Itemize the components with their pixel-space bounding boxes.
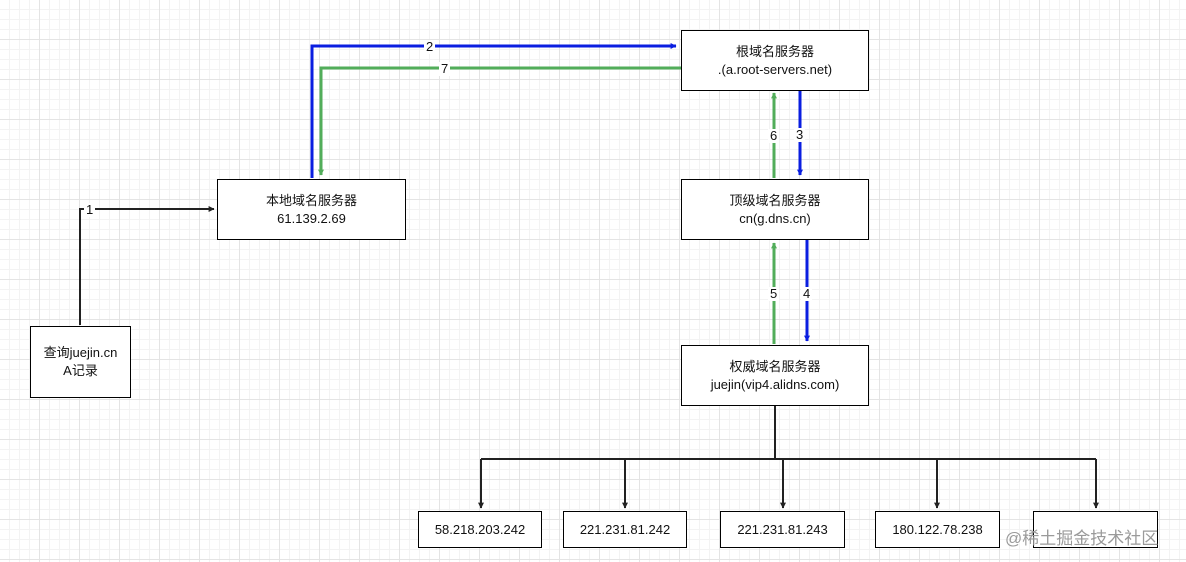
ip-box-4-text: 180.122.78.238	[892, 521, 983, 537]
arrow-step-7	[318, 66, 681, 176]
root-dns-server-host: .(a.root-servers.net)	[717, 61, 833, 77]
tld-dns-server-node: 顶级域名服务器 cn(g.dns.cn)	[681, 179, 869, 240]
ip-box-1-text: 58.218.203.242	[434, 521, 526, 537]
authoritative-dns-server-name: 权威域名服务器	[729, 358, 821, 374]
step-label-1: 1	[84, 202, 96, 217]
authoritative-dns-server-node: 权威域名服务器 juejin(vip4.alidns.com)	[681, 345, 869, 406]
query-node-line1: 查询juejin.cn	[43, 345, 118, 360]
local-dns-server-name: 本地域名服务器	[265, 192, 357, 208]
ip-box-2-text: 221.231.81.242	[579, 521, 671, 537]
root-dns-server-name: 根域名服务器	[735, 43, 814, 59]
step-label-7: 7	[439, 61, 451, 76]
query-node-line2: A记录	[63, 363, 98, 378]
local-dns-server-node: 本地域名服务器 61.139.2.69	[217, 179, 406, 240]
root-dns-server-node: 根域名服务器 .(a.root-servers.net)	[681, 30, 869, 91]
query-node: 查询juejin.cn A记录	[30, 326, 131, 398]
ip-box-4: 180.122.78.238	[875, 511, 1000, 548]
ip-box-1: 58.218.203.242	[418, 511, 542, 548]
arrow-step-2	[310, 43, 677, 178]
step-label-6: 6	[768, 128, 780, 143]
authoritative-dns-server-host: juejin(vip4.alidns.com)	[710, 376, 840, 392]
step-label-5: 5	[768, 286, 780, 301]
tld-dns-server-name: 顶级域名服务器	[729, 192, 821, 208]
step-label-2: 2	[424, 39, 436, 54]
watermark: @稀土掘金技术社区	[1005, 529, 1159, 548]
step-label-4: 4	[801, 286, 813, 301]
tld-dns-server-host: cn(g.dns.cn)	[739, 210, 811, 226]
ip-box-3: 221.231.81.243	[720, 511, 845, 548]
ip-box-3-text: 221.231.81.243	[737, 521, 828, 537]
local-dns-server-ip: 61.139.2.69	[277, 210, 346, 226]
step-label-3: 3	[794, 127, 806, 142]
arrow-step-1	[79, 206, 215, 325]
ip-box-5	[1033, 511, 1158, 548]
ip-box-2: 221.231.81.242	[563, 511, 687, 548]
